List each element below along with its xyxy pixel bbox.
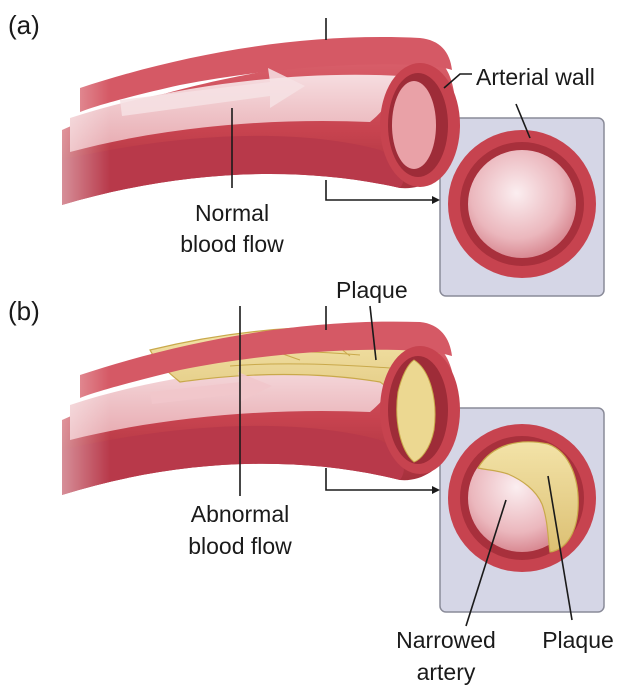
panel-b-letter: (b): [8, 296, 40, 326]
label-narrowed: Narrowed: [396, 627, 496, 653]
label-blood-flow-a: blood flow: [180, 231, 284, 257]
arrowhead-cross-b: [432, 486, 440, 494]
cross-section-b: [448, 424, 596, 572]
label-plaque-cross: Plaque: [542, 627, 614, 653]
panel-a: (a): [0, 10, 604, 296]
label-arterial-wall: Arterial wall: [476, 64, 595, 90]
label-blood-flow-b: blood flow: [188, 533, 292, 559]
label-abnormal: Abnormal: [191, 501, 289, 527]
cross-section-a: [448, 130, 596, 278]
artery-tube-a: [0, 37, 460, 220]
panel-a-letter: (a): [8, 10, 40, 40]
label-normal: Normal: [195, 200, 269, 226]
artery-tube-b: [0, 322, 460, 510]
label-plaque-top: Plaque: [336, 277, 408, 303]
label-artery: artery: [417, 659, 476, 685]
panel-b: (b): [0, 277, 614, 685]
arrowhead-cross-a: [432, 196, 440, 204]
